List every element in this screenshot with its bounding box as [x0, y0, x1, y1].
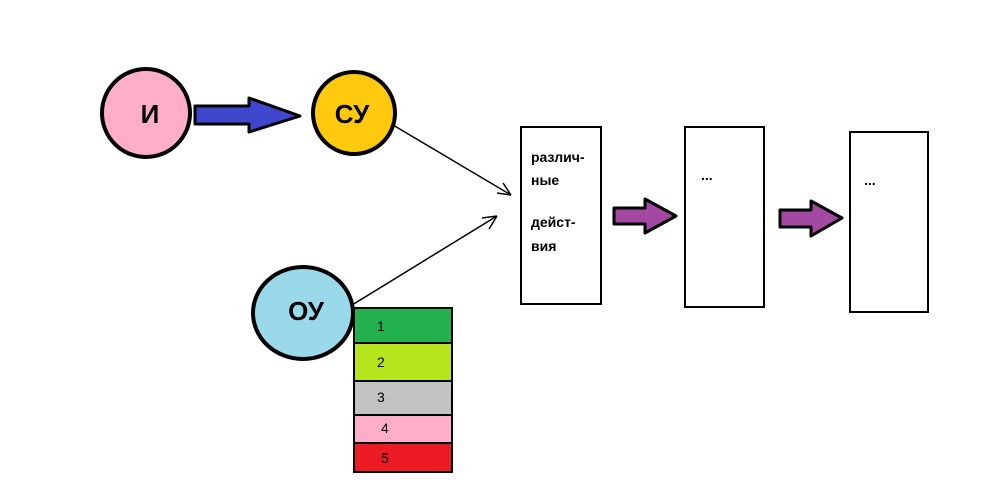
stack-item-1-label: 1	[377, 318, 385, 334]
box-actions-line-1: различ-	[531, 149, 585, 165]
box-2: ...	[684, 126, 765, 308]
box-3-ellipsis: ...	[864, 172, 876, 188]
connector-ou-to-box	[351, 215, 498, 306]
node-i-label: И	[141, 99, 160, 129]
node-su: СУ	[311, 70, 397, 156]
node-su-label: СУ	[335, 99, 370, 129]
stack-item-4-label: 4	[381, 420, 389, 436]
stack-item-5-rect	[353, 442, 453, 473]
color-stack: 1 2 3 4 5	[353, 307, 453, 473]
box-2-ellipsis: ...	[701, 167, 713, 183]
stack-item-2: 2	[353, 342, 453, 382]
stack-item-3-label: 3	[377, 389, 385, 405]
purple-arrow-2	[778, 199, 844, 238]
node-ou-label: ОУ	[288, 296, 325, 326]
node-ou: ОУ	[251, 265, 355, 361]
stack-item-5-label: 5	[381, 450, 389, 466]
stack-item-2-label: 2	[377, 354, 385, 370]
box-actions: различ- ные дейст- вия	[520, 126, 602, 305]
box-actions-rect	[520, 126, 602, 305]
stack-item-1-rect	[353, 307, 453, 344]
box-3: ...	[849, 131, 929, 313]
connector-su-to-box	[392, 124, 512, 196]
box-3-rect	[849, 131, 929, 313]
stack-item-4-rect	[353, 414, 453, 444]
stack-item-2-rect	[353, 342, 453, 382]
node-i-circle	[100, 67, 192, 159]
box-actions-line-2: ные	[531, 172, 559, 188]
node-i: И	[100, 67, 192, 159]
stack-item-4: 4	[353, 414, 453, 444]
box-2-rect	[684, 126, 765, 308]
stack-item-5: 5	[353, 442, 453, 473]
purple-arrow-1	[612, 197, 678, 235]
box-actions-line-3: дейст-	[531, 214, 576, 230]
stack-item-3-rect	[353, 380, 453, 416]
stack-item-3: 3	[353, 380, 453, 416]
box-actions-line-4: вия	[531, 238, 556, 254]
stack-item-1: 1	[353, 307, 453, 344]
node-su-circle	[311, 70, 397, 156]
blue-arrow	[193, 96, 302, 134]
